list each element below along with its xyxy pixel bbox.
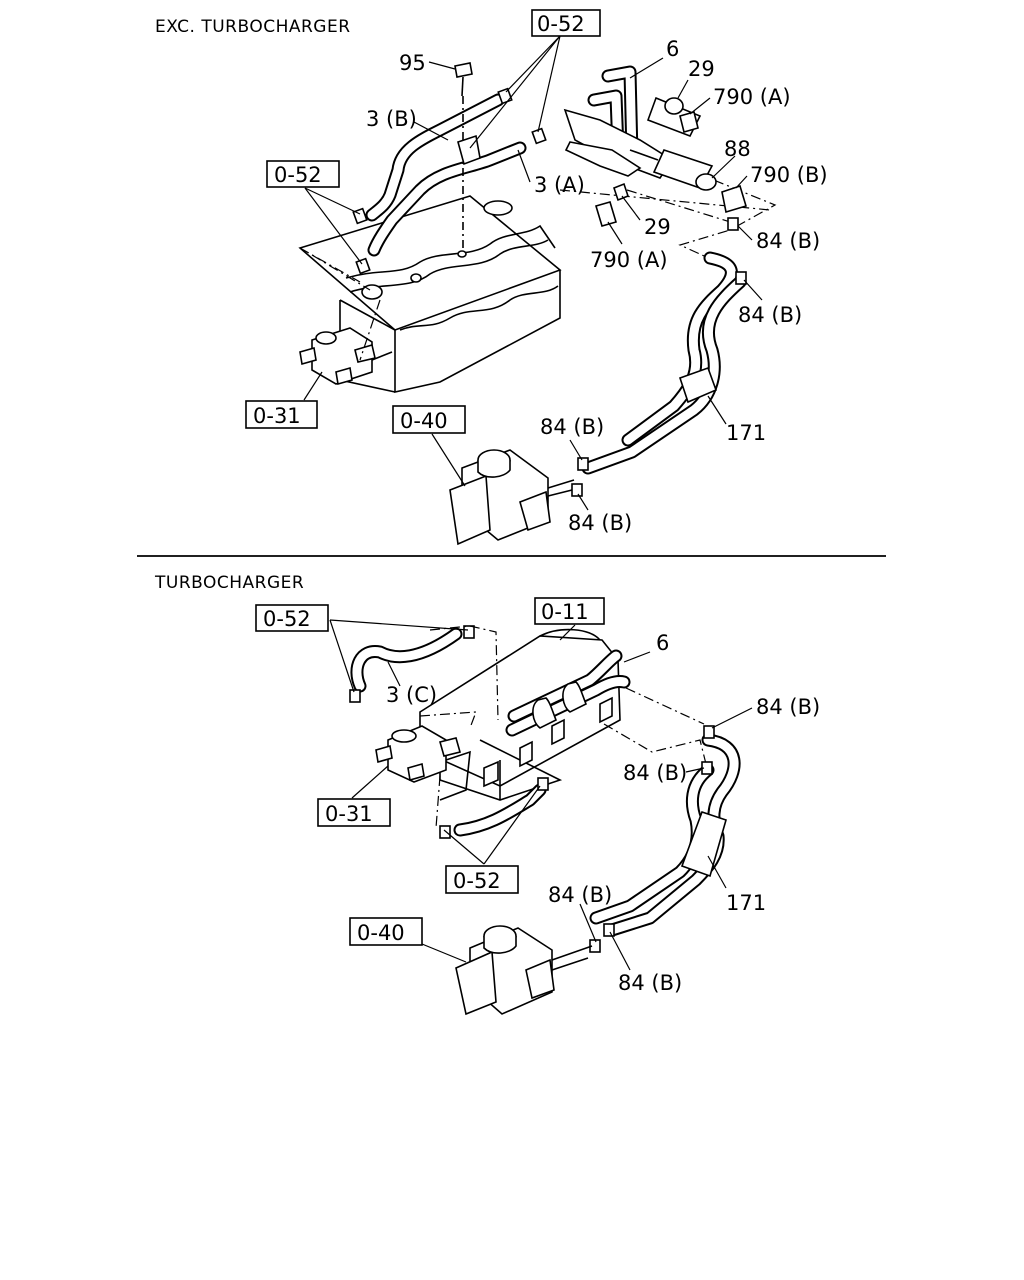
- ref-box-0-52-lower[interactable]: 0-52: [445, 865, 519, 894]
- leader-lines-top: [303, 35, 763, 511]
- callout-95: 95: [399, 51, 426, 75]
- callout-84b-top-3: 84 (B): [540, 415, 604, 439]
- ref-box-0-11[interactable]: 0-11: [534, 597, 605, 625]
- callout-84b-top-1: 84 (B): [756, 229, 820, 253]
- callout-88: 88: [724, 137, 751, 161]
- callout-3b: 3 (B): [366, 107, 417, 131]
- callout-3c: 3 (C): [386, 683, 437, 707]
- hose-3b: [365, 93, 505, 222]
- ref-box-0-40-top[interactable]: 0-40: [392, 405, 466, 434]
- callout-84b-bottom-2: 84 (B): [623, 761, 687, 785]
- callout-84b-top-4: 84 (B): [568, 511, 632, 535]
- svg-text:0-52: 0-52: [453, 869, 501, 893]
- svg-text:0-31: 0-31: [325, 802, 373, 826]
- callout-84b-bottom-3: 84 (B): [548, 883, 612, 907]
- callout-6-bottom: 6: [656, 631, 669, 655]
- svg-text:0-11: 0-11: [541, 600, 589, 624]
- engine-block-bottom: [375, 628, 621, 801]
- leader-lines-bottom: [329, 619, 753, 971]
- callout-84b-bottom-1: 84 (B): [756, 695, 820, 719]
- heater-hose-171-bottom: [589, 733, 741, 937]
- section-title-exc-turbocharger: EXC. TURBOCHARGER: [155, 17, 351, 37]
- callout-171-top: 171: [726, 421, 766, 445]
- heater-unit-top: [449, 449, 575, 546]
- callout-3a: 3 (A): [534, 173, 585, 197]
- engine-block-top: [298, 195, 562, 393]
- bolt-95: [454, 62, 481, 250]
- callout-84b-top-2: 84 (B): [738, 303, 802, 327]
- callout-171-bottom: 171: [726, 891, 766, 915]
- svg-text:0-40: 0-40: [357, 921, 405, 945]
- svg-text:0-52: 0-52: [537, 12, 585, 36]
- callout-790a-lower: 790 (A): [590, 248, 668, 272]
- ref-box-0-52-left[interactable]: 0-52: [266, 160, 340, 188]
- svg-text:0-40: 0-40: [400, 409, 448, 433]
- ref-box-0-52-upper[interactable]: 0-52: [255, 604, 329, 632]
- ref-box-0-31-top[interactable]: 0-31: [245, 400, 318, 429]
- ref-box-0-52-top[interactable]: 0-52: [531, 9, 601, 37]
- heater-unit-bottom: [455, 925, 593, 1016]
- heater-hose-171-top: [581, 251, 747, 475]
- caps-29-790: [595, 97, 747, 227]
- svg-text:0-52: 0-52: [274, 163, 322, 187]
- svg-text:0-31: 0-31: [253, 404, 301, 428]
- callout-790b: 790 (B): [750, 163, 828, 187]
- callout-29-lower: 29: [644, 215, 671, 239]
- hose-clamps-top: [352, 87, 547, 275]
- ref-box-0-31-bottom[interactable]: 0-31: [317, 798, 391, 827]
- heater-pipe-6-bottom: [505, 649, 631, 737]
- section-title-turbocharger: TURBOCHARGER: [154, 573, 304, 593]
- hose-3c: [350, 627, 463, 693]
- hose-3a: [367, 141, 527, 257]
- ref-box-0-40-bottom[interactable]: 0-40: [349, 917, 423, 946]
- callout-790a-upper: 790 (A): [713, 85, 791, 109]
- svg-text:0-52: 0-52: [263, 607, 311, 631]
- callout-84b-bottom-4: 84 (B): [618, 971, 682, 995]
- hose-clamps-bottom: [349, 625, 549, 839]
- clamps-84b-bottom: [589, 725, 715, 953]
- callout-29-upper: 29: [688, 57, 715, 81]
- clamps-84b-top: [571, 217, 747, 497]
- callout-6-top: 6: [666, 37, 679, 61]
